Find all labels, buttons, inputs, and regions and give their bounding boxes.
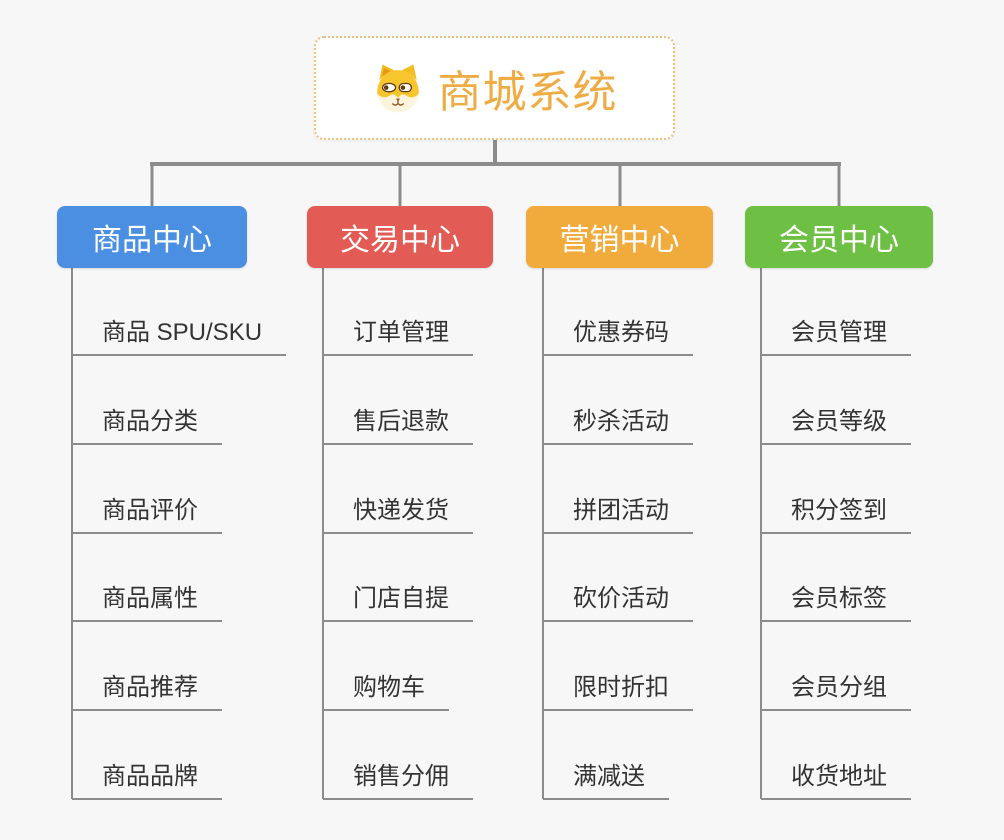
leaf-item[interactable]: 售后退款 <box>323 401 473 445</box>
branch-marketing-center[interactable]: 营销中心 <box>526 206 713 268</box>
leaf-item[interactable]: 满减送 <box>543 756 669 800</box>
leaf-item[interactable]: 会员标签 <box>761 578 911 622</box>
leaf-item[interactable]: 订单管理 <box>323 312 473 356</box>
leaf-item[interactable]: 商品属性 <box>72 578 222 622</box>
leaf-item[interactable]: 会员管理 <box>761 312 911 356</box>
leaf-item[interactable]: 秒杀活动 <box>543 401 693 445</box>
doge-icon <box>372 62 424 114</box>
leaf-item[interactable]: 商品推荐 <box>72 667 222 711</box>
leaf-item[interactable]: 积分签到 <box>761 490 911 534</box>
leaf-item[interactable]: 收货地址 <box>761 756 911 800</box>
branch-product-center[interactable]: 商品中心 <box>57 206 247 268</box>
leaf-item[interactable]: 商品评价 <box>72 490 222 534</box>
leaf-item[interactable]: 会员分组 <box>761 667 911 711</box>
leaf-item[interactable]: 商品分类 <box>72 401 222 445</box>
root-title: 商城系统 <box>437 68 618 117</box>
leaf-item[interactable]: 快递发货 <box>323 490 473 534</box>
leaf-item[interactable]: 商品品牌 <box>72 756 222 800</box>
leaf-item[interactable]: 限时折扣 <box>543 667 693 711</box>
root-node[interactable]: 商城系统 <box>314 36 675 140</box>
leaf-item[interactable]: 优惠券码 <box>543 312 693 356</box>
leaf-item[interactable]: 商品 SPU/SKU <box>72 312 287 356</box>
leaf-item[interactable]: 砍价活动 <box>543 578 693 622</box>
leaf-item[interactable]: 购物车 <box>323 667 449 711</box>
branch-trade-center[interactable]: 交易中心 <box>307 206 493 268</box>
leaf-item[interactable]: 销售分佣 <box>323 756 473 800</box>
leaf-item[interactable]: 拼团活动 <box>543 490 693 534</box>
leaf-item[interactable]: 会员等级 <box>761 401 911 445</box>
branch-member-center[interactable]: 会员中心 <box>745 206 933 268</box>
leaf-item[interactable]: 门店自提 <box>323 578 473 622</box>
